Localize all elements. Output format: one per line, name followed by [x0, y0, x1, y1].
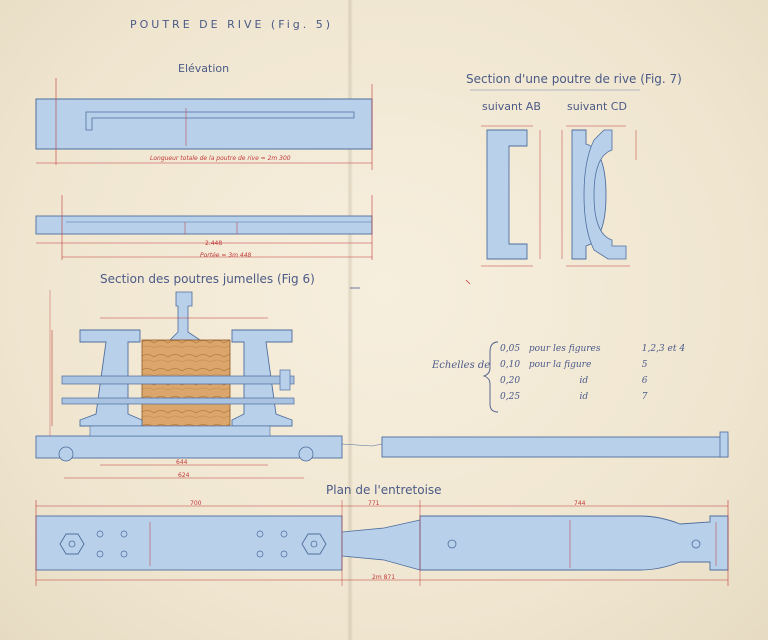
- scale-brace: [482, 341, 499, 413]
- suivant-ab-label: suivant AB: [482, 100, 541, 113]
- dim-744: 744: [574, 500, 586, 507]
- scale-text: id: [579, 392, 589, 402]
- dim-2448: 2.448: [205, 240, 223, 247]
- elevation-view: [35, 78, 373, 170]
- scale-figures: 7: [641, 392, 648, 402]
- section-fig7-title: Section d'une poutre de rive (Fig. 7): [466, 72, 682, 86]
- dim-2m871: 2m 871: [372, 574, 396, 581]
- dim-longueur: Longueur totale de la poutre de rive = 2…: [150, 155, 291, 162]
- section-cd: [470, 89, 640, 267]
- scale-value: 0,05: [500, 344, 521, 354]
- dim-771: 771: [368, 500, 380, 507]
- section-fig6-title: Section des poutres jumelles (Fig 6): [100, 272, 315, 286]
- scale-row: 0,25 id 7: [500, 392, 647, 402]
- scale-text: pour les figures: [528, 344, 601, 354]
- scale-figures: 5: [641, 360, 648, 370]
- scale-row: 0,20 id 6: [500, 376, 647, 386]
- dim-644: 644: [176, 459, 188, 466]
- section-ab: [481, 125, 541, 267]
- crossbeam-plan: [35, 500, 729, 586]
- scale-row: 0,10 pour la figure 5: [500, 360, 647, 370]
- scales-label: Echelles de: [432, 360, 491, 371]
- section-twin-beams: [35, 290, 343, 479]
- crossbeam-elevation: [341, 431, 729, 458]
- scale-text: pour la figure: [528, 360, 592, 370]
- scale-value: 0,20: [500, 376, 521, 386]
- elevation-beam-lower: [35, 195, 373, 260]
- plan-title: Plan de l'entretoise: [326, 483, 442, 497]
- scale-value: 0,10: [500, 360, 521, 370]
- scale-value: 0,25: [500, 392, 521, 402]
- suivant-cd-label: suivant CD: [567, 100, 627, 113]
- main-title: POUTRE DE RIVE (Fig. 5): [130, 18, 334, 31]
- scale-text: id: [579, 376, 589, 386]
- dim-700: 700: [190, 500, 202, 507]
- scale-figures: 1,2,3 et 4: [641, 344, 686, 354]
- scale-figures: 6: [641, 376, 648, 386]
- page-fold: [347, 0, 353, 640]
- dim-624: 624: [178, 472, 190, 479]
- scale-row: 0,05 pour les figures 1,2,3 et 4: [500, 344, 685, 354]
- dim-portee: Portée = 3m 448: [200, 252, 252, 259]
- elevation-title: Elévation: [178, 62, 230, 75]
